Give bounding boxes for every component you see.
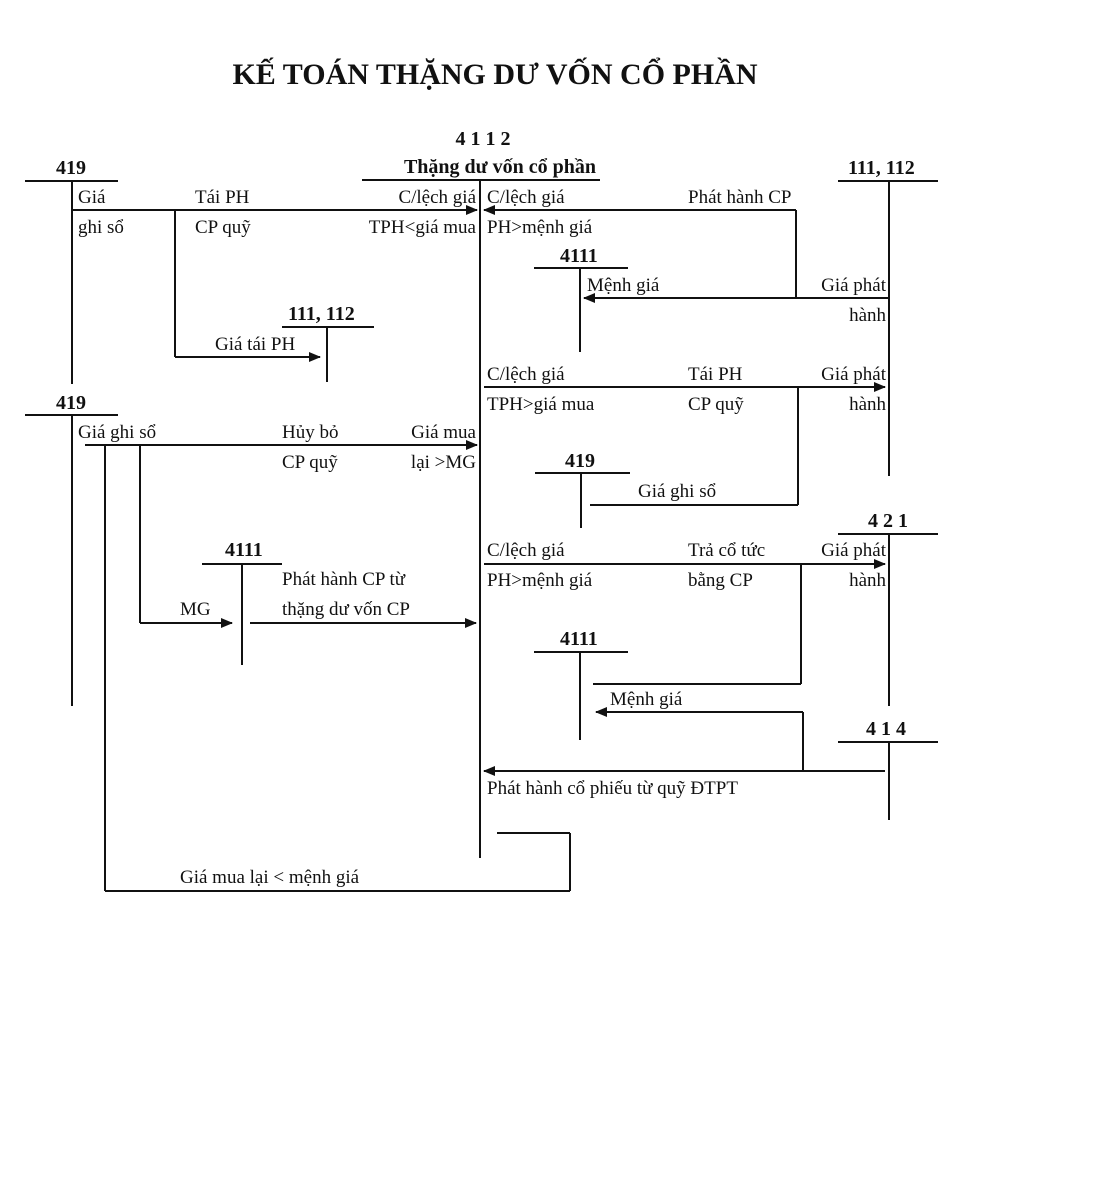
label-tra-co-tuc: Trả cổ tức [688,540,765,561]
label-clech-right: C/lệch giá [487,187,565,208]
label-ghi-so: ghi sổ [78,217,124,238]
label-phat-hanh-cp-tu: Phát hành CP từ [282,569,406,590]
account-421: 4 2 1 [868,510,908,532]
label-tph-lt-gia-mua: TPH<giá mua [369,217,477,238]
label-gia-mua: Giá mua [411,422,476,443]
label-hanh-2: hành [849,394,886,415]
account-419-left: 419 [56,392,86,414]
label-phat-hanh-cp: Phát hành CP [688,187,791,208]
label-menh-gia: Mệnh giá [587,275,660,296]
label-thang-du-von-cp: thặng dư vốn CP [282,599,410,620]
label-tph-gt-gia-mua: TPH>giá mua [487,394,595,415]
label-gia-phat-3: Giá phát [821,540,887,561]
label-gia-ghi-so-mid: Giá ghi sổ [638,481,716,502]
label-menh-gia-2: Mệnh giá [610,689,683,710]
label-clech-left: C/lệch giá [398,187,476,208]
label-cp-quy: CP quỹ [195,217,251,238]
account-414: 4 1 4 [866,718,906,740]
account-4111-upper: 4111 [560,245,598,267]
account-111-112-mid: 111, 112 [288,303,355,325]
label-tai-ph-2: Tái PH [688,364,743,385]
label-phat-hanh-quy-dtpt: Phát hành cổ phiếu từ quỹ ĐTPT [487,778,738,799]
label-gia-phat-2: Giá phát [821,364,887,385]
label-gia: Giá [78,187,106,208]
label-gia-phat-1: Giá phát [821,275,887,296]
label-gia-ghi-so-left: Giá ghi sổ [78,422,156,443]
label-gia-mua-lai-lt-mg: Giá mua lại < mệnh giá [180,867,360,888]
account-111-112-right: 111, 112 [848,157,915,179]
label-bang-cp: bằng CP [688,570,753,591]
label-cp-quy-3: CP quỹ [282,452,338,473]
label-hanh-3: hành [849,570,886,591]
label-ph-gt-menh-gia: PH>mệnh giá [487,217,593,238]
label-lai-gt-mg: lại >MG [411,452,476,473]
main-account-name: Thặng dư vốn cổ phần [404,156,596,178]
page-title: KẾ TOÁN THẶNG DƯ VỐN CỔ PHẦN [232,57,757,91]
account-419-top: 419 [56,157,86,179]
label-clech-2: C/lệch giá [487,364,565,385]
label-ph-gt-menh-gia-2: PH>mệnh giá [487,570,593,591]
account-4111-lower: 4111 [560,628,598,650]
label-hanh-1: hành [849,305,886,326]
label-huy-bo: Hủy bỏ [282,422,338,443]
label-mg: MG [180,599,211,620]
account-419-mid: 419 [565,450,595,472]
label-tai-ph: Tái PH [195,187,250,208]
label-gia-tai-ph: Giá tái PH [215,334,295,355]
account-4111-left: 4111 [225,539,263,561]
main-account-code: 4 1 1 2 [456,128,511,150]
label-clech-3: C/lệch giá [487,540,565,561]
label-cp-quy-2: CP quỹ [688,394,744,415]
